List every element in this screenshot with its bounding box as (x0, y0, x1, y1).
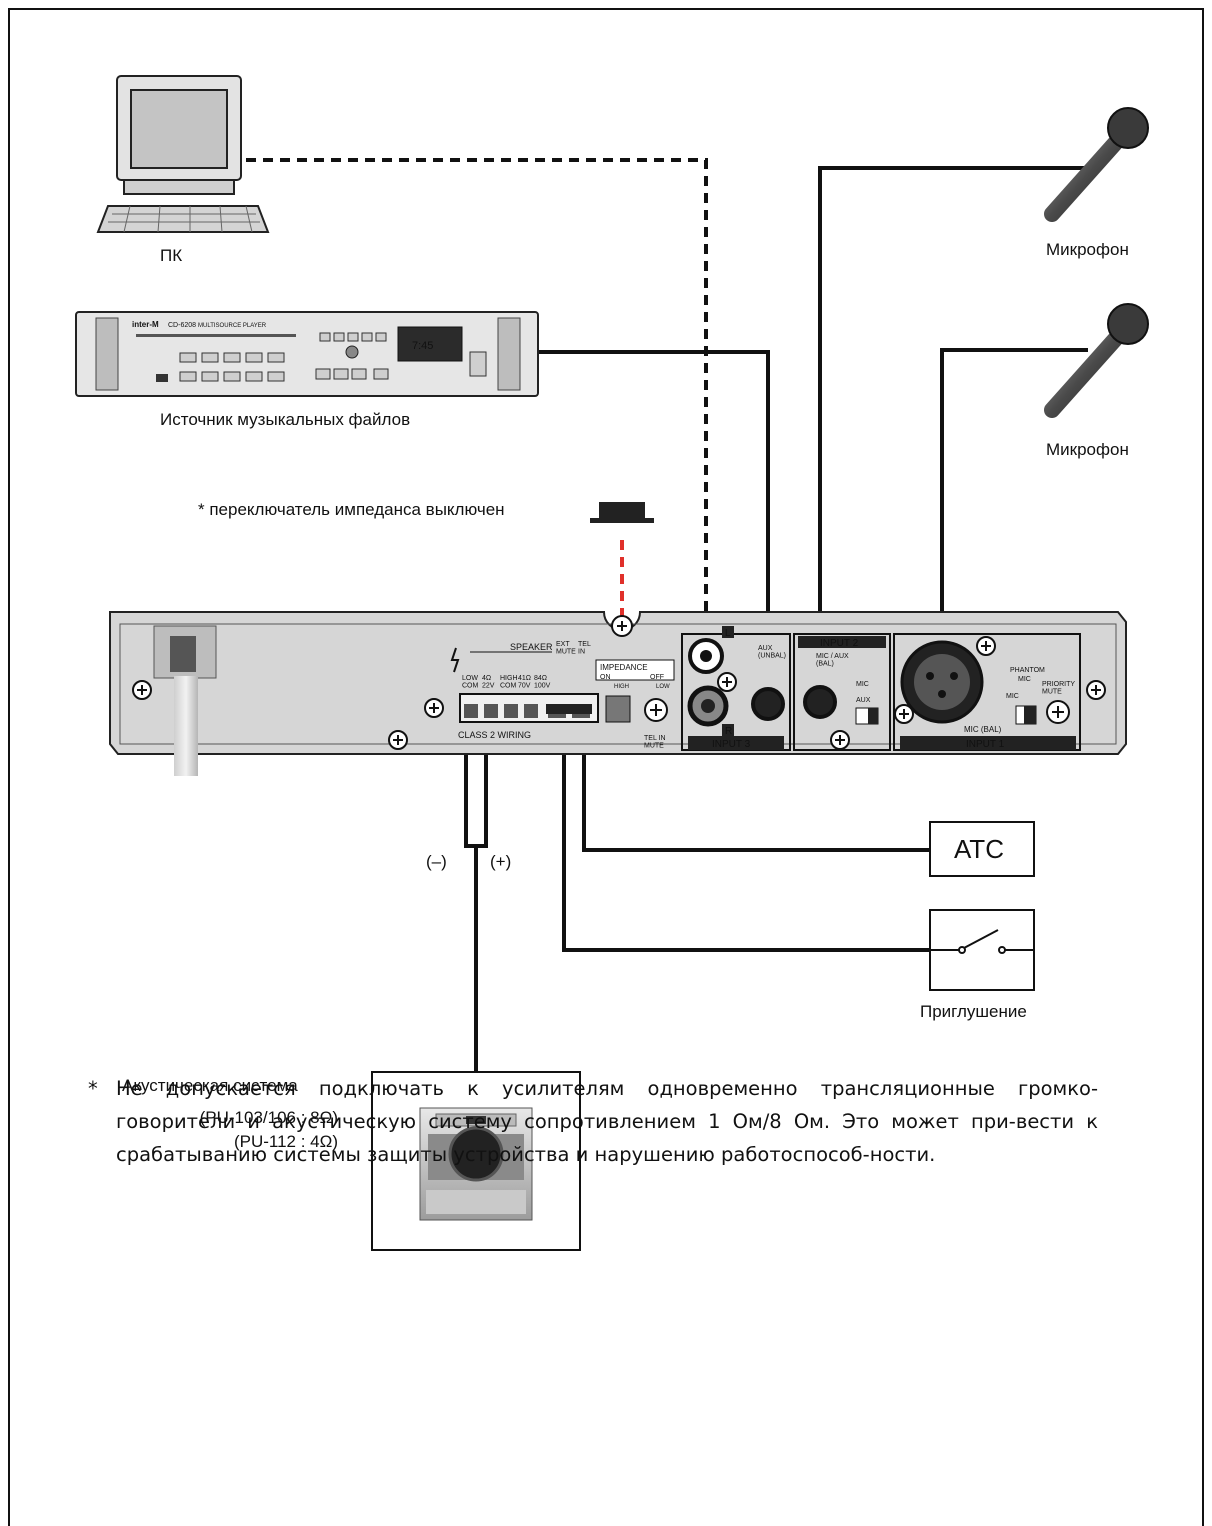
footnote-star: * (88, 1077, 98, 1100)
cd-brand: inter-M (132, 320, 159, 329)
panel-impedance: IMPEDANCE (600, 663, 648, 672)
footnote-text: Не допускается подключать к усилителям о… (116, 1077, 1098, 1166)
footnote: * Не допускается подключать к усилителям… (88, 1072, 1098, 1171)
panel-mic: MIC (856, 681, 869, 688)
mic2-cable (940, 348, 1088, 682)
speaker-box (371, 1071, 581, 1251)
pc-icon (96, 75, 270, 233)
pc-label: ПК (160, 246, 183, 265)
microphone-icon-2 (1044, 303, 1149, 418)
panel-mic-aux-bal: MIC / AUX(BAL) (816, 653, 849, 667)
panel-screws (132, 615, 1106, 750)
panel-aux-unbal: AUX(UNBAL) (758, 645, 786, 659)
speaker-polarity-plus: (+) (490, 852, 512, 871)
cd-model: CD-6208 (168, 322, 196, 329)
cd-display: 7:45 (412, 340, 433, 352)
panel-class2: CLASS 2 WIRING (458, 730, 531, 740)
panel-off: OFF (650, 674, 664, 681)
microphone-2-label: Микрофон (1046, 440, 1129, 459)
panel-input1: INPUT 1 (966, 739, 1005, 750)
panel-low: LOW (656, 684, 670, 690)
panel-mic-bal: MIC (BAL) (964, 725, 1002, 734)
pc-cable-dashed (246, 158, 708, 648)
microphone-1-label: Микрофон (1046, 240, 1129, 259)
speaker-model-2: (PU-112 : 4Ω) (233, 1132, 338, 1151)
mute-switch-box (929, 909, 1035, 991)
panel-speaker-label: SPEAKER (510, 642, 553, 652)
music-source-label: Источник музыкальных файлов (160, 410, 411, 429)
panel-phantom: PHANTOM (1010, 667, 1045, 674)
panel-mic-switch: MIC (1006, 693, 1019, 700)
speaker-system-label: Акустическая система (122, 1076, 298, 1095)
ats-label: АТС (954, 834, 1004, 864)
impedance-switch-note: * переключатель импеданса выключен (198, 500, 505, 519)
microphone-icon-1 (1044, 107, 1149, 222)
panel-high: HIGH (614, 684, 629, 690)
mic1-cable (818, 166, 1086, 690)
panel-input2: INPUT 2 (820, 638, 859, 649)
speaker-polarity-minus: (–) (426, 852, 447, 871)
panel-phantom-mic: MIC (1018, 676, 1031, 683)
panel-input3: INPUT 3 (712, 739, 751, 750)
page-frame (8, 8, 1204, 1526)
input3-r-badge: R (725, 726, 732, 737)
input3-l-badge: L (725, 628, 731, 639)
impedance-switch-off-icon (590, 502, 654, 523)
ats-box (929, 821, 1035, 877)
mute-switch-label: Приглушение (920, 1002, 1027, 1021)
music-source-device: 7:45 inter-M CD-6208 MULTISOURCE PLAYER (75, 311, 539, 397)
cd-subtitle: MULTISOURCE PLAYER (198, 323, 267, 329)
panel-on: ON (600, 674, 611, 681)
music-source-cable (538, 350, 770, 690)
speaker-model-1: (PU-103/106 : 8Ω) (199, 1108, 338, 1127)
mute-cable (562, 705, 930, 952)
panel-aux: AUX (856, 697, 871, 704)
